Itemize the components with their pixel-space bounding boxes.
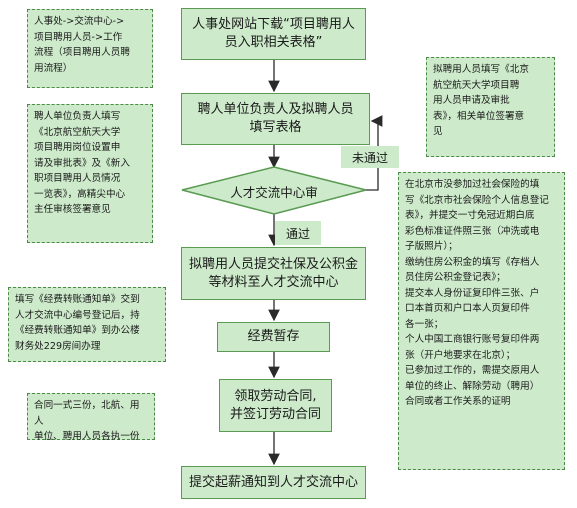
label-not-passed: 未通过 <box>341 146 399 168</box>
note-right-materials: 在北京市没参加过社会保险的填 写《北京市社会保险个人信息登记 表》，并提交一寸免… <box>398 172 565 470</box>
note-left-fund-transfer: 填写《经费转账通知单》交到 人才交流中心编号登记后，持 《经费转账通知单》到办公… <box>8 287 166 362</box>
step-sign-contract: 领取劳动合同, 并签订劳动合同 <box>219 379 332 432</box>
step-fill-forms: 聘人单位负责人及拟聘人员 填写表格 <box>181 93 370 145</box>
review-label: 人才交流中心审 <box>230 185 318 200</box>
step-funds-deposit: 经费暂存 <box>217 322 330 352</box>
step-submit-materials: 拟聘用人员提交社保及公积金 等材料至人才交流中心 <box>181 247 366 300</box>
note-left-path: 人事处->交流中心-> 项目聘用人员->工作 流程（项目聘用人员聘 用流程） <box>27 9 153 88</box>
note-left-unit-forms: 聘人单位负责人填写 《北京航空航天大学 项目聘用岗位设置申 请及审批表》及《新入… <box>27 104 153 243</box>
step-submit-salary-notice: 提交起薪通知到人才交流中心 <box>181 466 366 499</box>
step-download-forms: 人事处网站下载“项目聘用人 员入职相关表格” <box>181 8 366 60</box>
review-diamond <box>181 166 367 215</box>
label-passed: 通过 <box>275 221 321 245</box>
note-right-applicant-form: 拟聘用人员填写《北京 航空航天大学项目聘 用人员申请及审批 表》，相关单位签署意… <box>426 57 555 157</box>
note-left-contract-copies: 合同一式三份，北航、用人 单位、聘用人员各执一份 <box>27 393 155 442</box>
